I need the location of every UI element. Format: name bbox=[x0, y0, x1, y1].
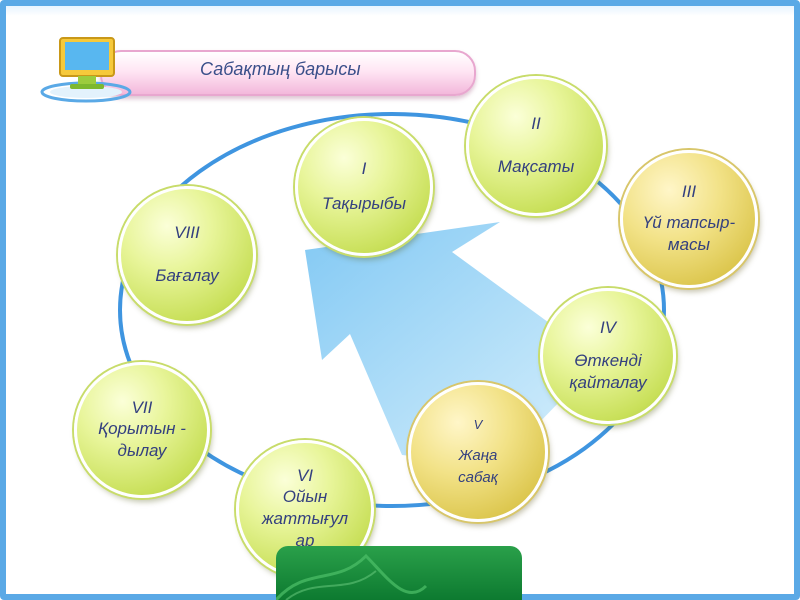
cycle-ring bbox=[118, 112, 666, 508]
stage-8-circle: VIII Бағалау bbox=[118, 186, 256, 324]
stage-5-circle: V Жаңа сабақ bbox=[408, 382, 548, 522]
stage-label: Жаңа сабақ bbox=[458, 447, 498, 486]
stage-number: IV bbox=[599, 318, 617, 337]
stage-number: III bbox=[681, 182, 697, 201]
stage-1-circle: I Тақырыбы bbox=[295, 118, 433, 256]
stage-4-circle: IV Өткенді қайталау bbox=[540, 288, 676, 424]
stage-2-circle: II Мақсаты bbox=[466, 76, 606, 216]
stage-label: Үй тапсыр- масы bbox=[642, 213, 736, 254]
stage-label: Тақырыбы bbox=[321, 194, 407, 213]
stage-number: VI bbox=[296, 466, 314, 485]
page-title: Сабақтың барысы bbox=[200, 59, 361, 79]
stage-label: Өткенді қайталау bbox=[569, 351, 647, 392]
stage-number: II bbox=[531, 114, 541, 133]
stage-label: Бағалау bbox=[155, 266, 219, 285]
bottom-decoration bbox=[276, 546, 522, 600]
stage-label: Ойын жаттығул ар bbox=[261, 487, 349, 550]
stage-label: Қорытын - дылау bbox=[98, 419, 186, 460]
stage-number: V bbox=[473, 417, 483, 432]
stage-number: I bbox=[361, 159, 367, 178]
stage-7-circle: VII Қорытын - дылау bbox=[74, 362, 210, 498]
stage-number: VIII bbox=[174, 223, 200, 242]
stage-number: VII bbox=[131, 398, 153, 417]
stage-3-circle: III Үй тапсыр- масы bbox=[620, 150, 758, 288]
top-strip bbox=[6, 6, 794, 16]
stage-label: Мақсаты bbox=[497, 157, 575, 176]
computer-monitor-icon bbox=[40, 37, 132, 103]
leaf-pattern-icon bbox=[276, 553, 428, 600]
